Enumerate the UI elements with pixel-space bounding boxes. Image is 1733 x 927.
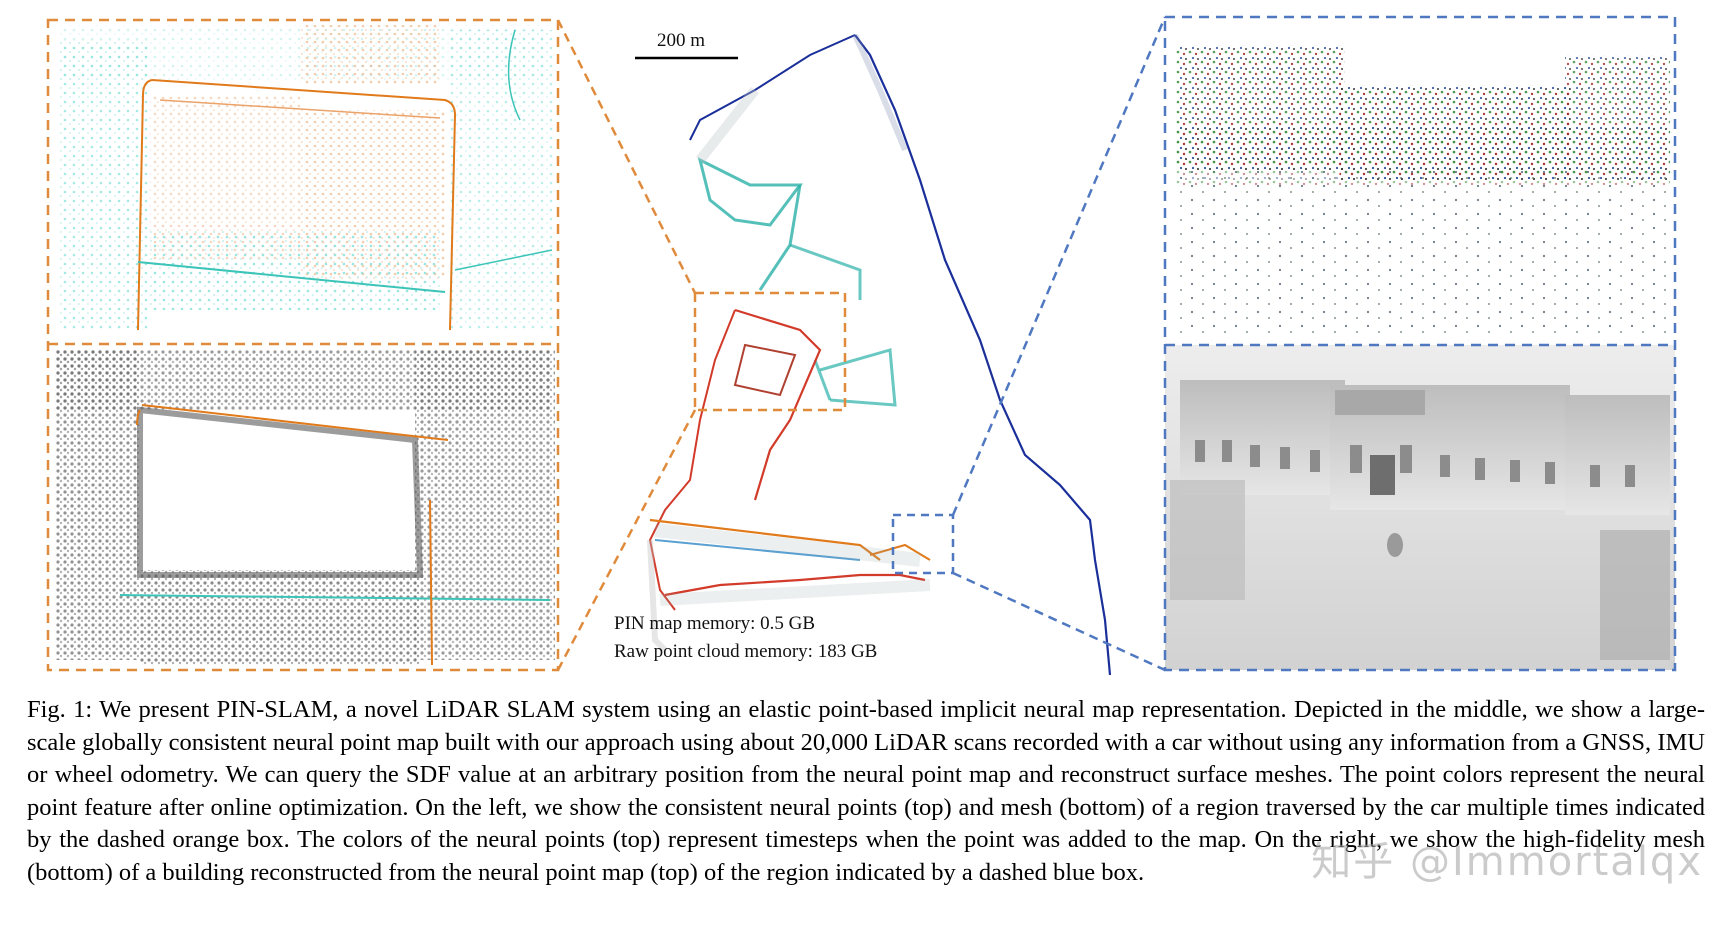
left-top-neural-points-panel [48,20,558,342]
raw-point-cloud-memory-label: Raw point cloud memory: 183 GB [614,641,878,662]
scale-bar-label: 200 m [657,30,706,51]
center-neural-point-map [556,16,1167,676]
left-bottom-mesh-panel [48,345,558,670]
orange-dashed-frame-left [46,18,560,672]
pin-map-memory-label: PIN map memory: 0.5 GB [614,613,816,634]
right-top-neural-points-panel [1165,17,1675,345]
watermark: 知乎 @Immortalqx [1311,839,1703,885]
caption-text: Fig. 1: We present PIN-SLAM, a novel LiD… [27,696,1705,886]
figure: 200 m PIN map memory: 0.5 GB Raw point c… [46,15,1677,676]
figure-caption: Fig. 1: We present PIN-SLAM, a novel LiD… [27,694,1705,889]
orange-dashed-box [693,291,847,412]
blue-dashed-frame-right [1163,15,1677,672]
blue-dashed-box [891,513,955,575]
figure-graphic [46,15,1677,676]
right-bottom-mesh-panel [1165,345,1675,670]
